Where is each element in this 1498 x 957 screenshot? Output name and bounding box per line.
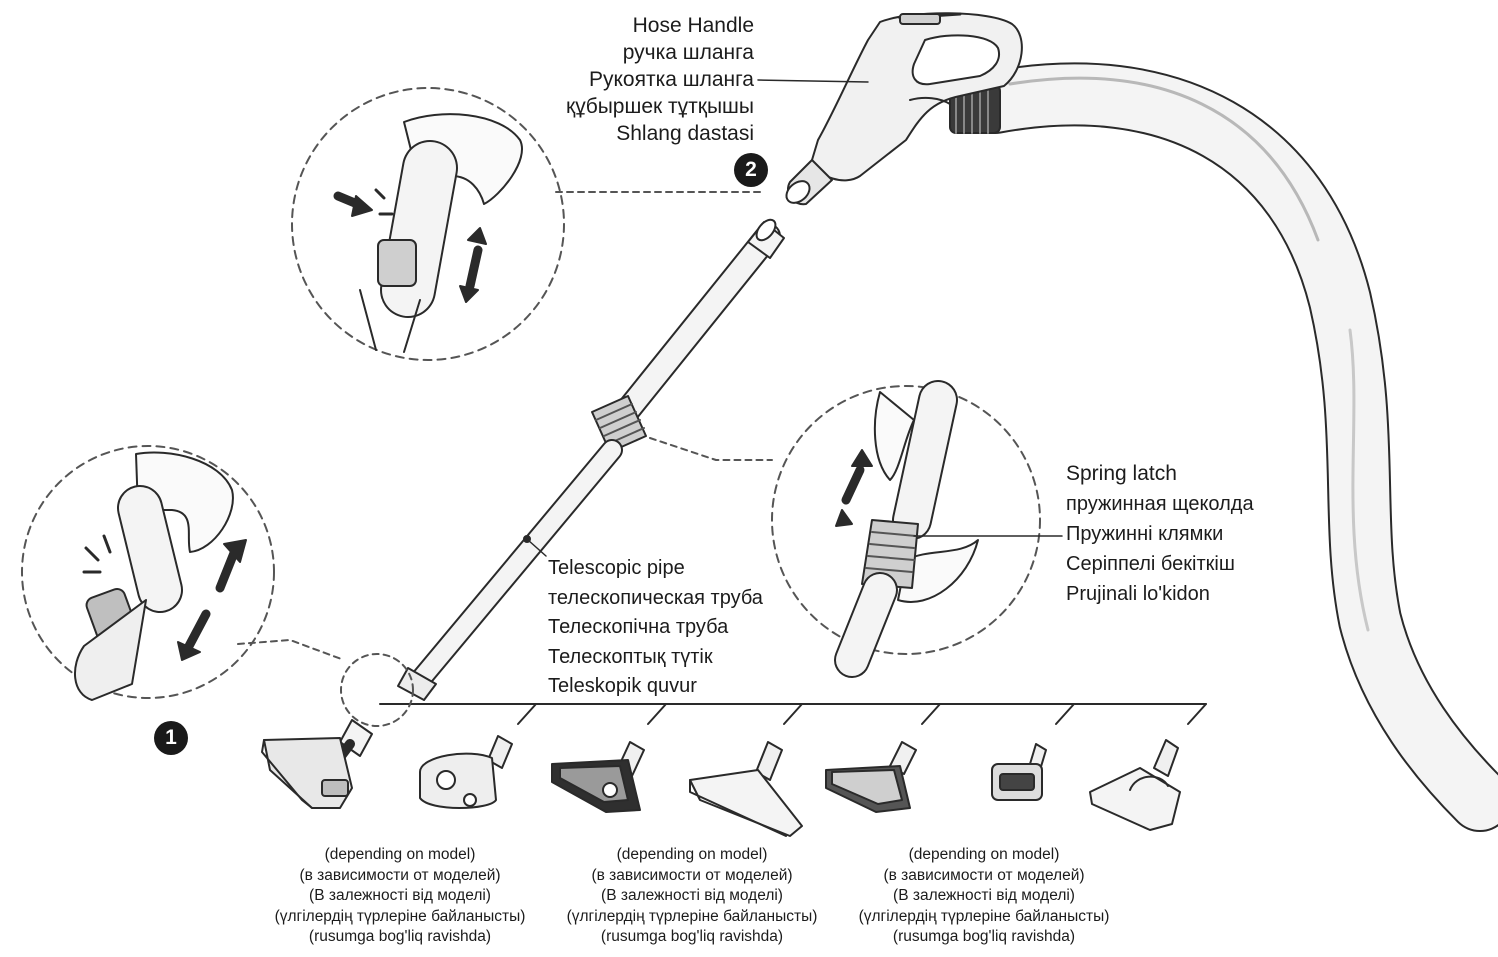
spring-latch-label-ru: пружинная щеколда [1066, 493, 1254, 515]
model-note-line: (rusumga bog'liq ravishda) [308, 928, 492, 945]
telescopic-pipe-label-kk: Телескоптық түтік [548, 645, 713, 668]
hose-handle-label: Hose Handle ручка шланга Рукоятка шланга… [566, 12, 754, 147]
model-note-line: (depending on model) [616, 846, 768, 863]
telescopic-pipe-label: Telescopic pipe телескопическая труба Те… [548, 554, 763, 702]
spring-latch-label-uz: Prujinali lo'kidon [1066, 583, 1210, 605]
telescopic-pipe-label-ru: телескопическая труба [548, 586, 763, 609]
hose-handle-label-uz: Shlang dastasi [616, 122, 754, 145]
model-note-line: (depending on model) [324, 846, 476, 863]
accessory-row [379, 703, 1207, 837]
telescopic-pipe [397, 218, 785, 701]
nozzle-floor-brush [825, 741, 917, 813]
model-note-1: (depending on model) (в зависимости от м… [230, 845, 570, 948]
spring-latch-label-uk: Пружинні клямки [1066, 523, 1224, 545]
detail-circle-spring-latch [649, 380, 1041, 678]
hose-handle-label-en: Hose Handle [632, 14, 754, 37]
detail-circle-step-2 [291, 87, 761, 361]
spring-latch-label-kk: Серіппелі бекіткіш [1066, 553, 1235, 575]
hose-handle-label-ru: ручка шланга [622, 41, 754, 64]
step-badge-1: 1 [154, 721, 188, 755]
model-note-line: (rusumga bog'liq ravishda) [600, 928, 784, 945]
telescopic-pipe-label-uk: Телескопічна труба [548, 616, 729, 638]
model-note-line: (В залежності від моделі) [309, 887, 491, 904]
model-note-line: (үлгілердің түрлеріне байланысты) [274, 907, 526, 925]
nozzle-turbo-brush [419, 735, 513, 809]
floor-brush-main [261, 719, 373, 809]
model-note-line: (үлгілердің түрлеріне байланысты) [858, 907, 1110, 925]
telescopic-pipe-label-en: Telescopic pipe [548, 557, 685, 579]
flexible-hose [963, 62, 1498, 832]
nozzle-large-turbo [551, 741, 645, 813]
step-badge-2: 2 [734, 153, 768, 187]
spring-latch-label: Spring latch пружинная щеколда Пружинні … [1066, 459, 1254, 609]
nozzle-parquet-brush [689, 741, 803, 837]
hose-handle [785, 12, 1023, 206]
model-note-line: (в зависимости от моделей) [591, 866, 793, 884]
model-note-line: (depending on model) [908, 846, 1060, 863]
hose-handle-label-kk: құбыршек тұтқышы [566, 95, 754, 118]
model-note-line: (үлгілердің түрлеріне байланысты) [566, 907, 818, 925]
leader-lines [523, 79, 1063, 557]
model-note-line: (в зависимости от моделей) [883, 866, 1085, 884]
telescopic-pipe-label-uz: Teleskopik quvur [548, 675, 697, 697]
nozzle-mini-turbo [991, 743, 1047, 801]
detail-circle-step-1 [21, 445, 414, 727]
model-note-3: (depending on model) (в зависимости от м… [814, 845, 1154, 948]
nozzle-pet-brush [1089, 739, 1181, 831]
hose-handle-label-uk: Рукоятка шланга [588, 68, 754, 91]
spring-latch-label-en: Spring latch [1066, 462, 1177, 485]
model-note-2: (depending on model) (в зависимости от м… [522, 845, 862, 948]
model-note-line: (в зависимости от моделей) [299, 866, 501, 884]
model-note-line: (В залежності від моделі) [893, 887, 1075, 904]
model-note-line: (В залежності від моделі) [601, 887, 783, 904]
model-note-line: (rusumga bog'liq ravishda) [892, 928, 1076, 945]
